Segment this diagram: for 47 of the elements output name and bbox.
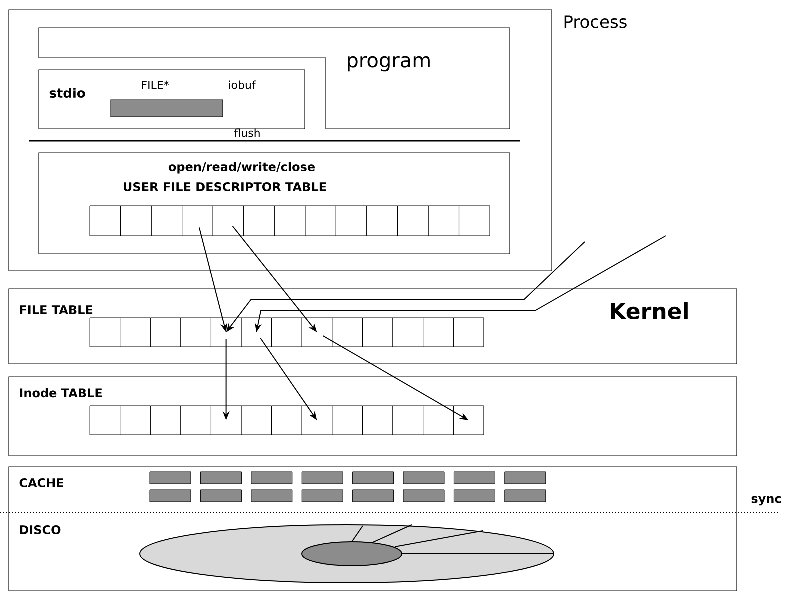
table-cell xyxy=(182,206,214,236)
table-cell xyxy=(150,318,182,348)
table-cell xyxy=(428,206,460,236)
table-cell xyxy=(272,406,302,436)
table-cell xyxy=(305,206,336,236)
kernel-label: Kernel xyxy=(611,302,688,320)
table-cell xyxy=(302,406,333,436)
table-cell xyxy=(332,406,363,436)
table-cell xyxy=(458,206,490,236)
table-cell xyxy=(453,406,484,436)
storage-band: CACHE DISCO xyxy=(8,466,738,592)
table-cell xyxy=(180,318,212,348)
table-cell xyxy=(244,206,275,236)
table-cell xyxy=(366,206,398,236)
table-cell xyxy=(453,318,484,348)
node-label: Process xyxy=(564,16,627,28)
table-cell xyxy=(362,318,394,348)
flush-label: flush xyxy=(234,128,260,138)
table-cell xyxy=(241,318,272,348)
table-cell xyxy=(392,406,424,436)
descriptor-table-panel: open/read/write/close USER FILE DESCRIPTOR TABLE xyxy=(38,152,510,254)
table-cell xyxy=(90,206,122,236)
table-cell xyxy=(120,206,152,236)
table-cell xyxy=(272,318,302,348)
table-cell xyxy=(212,206,244,236)
table-cell xyxy=(151,206,183,236)
table-cell xyxy=(120,406,151,436)
sync-label: sync xyxy=(752,496,781,506)
table-cell xyxy=(210,318,242,348)
table-cell xyxy=(90,318,121,348)
table-cell xyxy=(90,406,121,436)
table-cell xyxy=(150,406,182,436)
table-cell xyxy=(397,206,429,236)
table-cell xyxy=(241,406,272,436)
table-cell xyxy=(423,318,454,348)
table-cell xyxy=(210,406,242,436)
table-cell xyxy=(423,406,454,436)
table-cell xyxy=(336,206,368,236)
table-cell xyxy=(392,318,424,348)
table-cell xyxy=(302,318,333,348)
inode-table-band: Inode TABLE xyxy=(8,376,738,456)
table-cell xyxy=(362,406,394,436)
table-cell xyxy=(120,318,151,348)
table-cell xyxy=(180,406,212,436)
table-cell xyxy=(332,318,363,348)
stdio-box: stdio FILE* iobuf xyxy=(38,70,306,130)
table-cell xyxy=(274,206,306,236)
